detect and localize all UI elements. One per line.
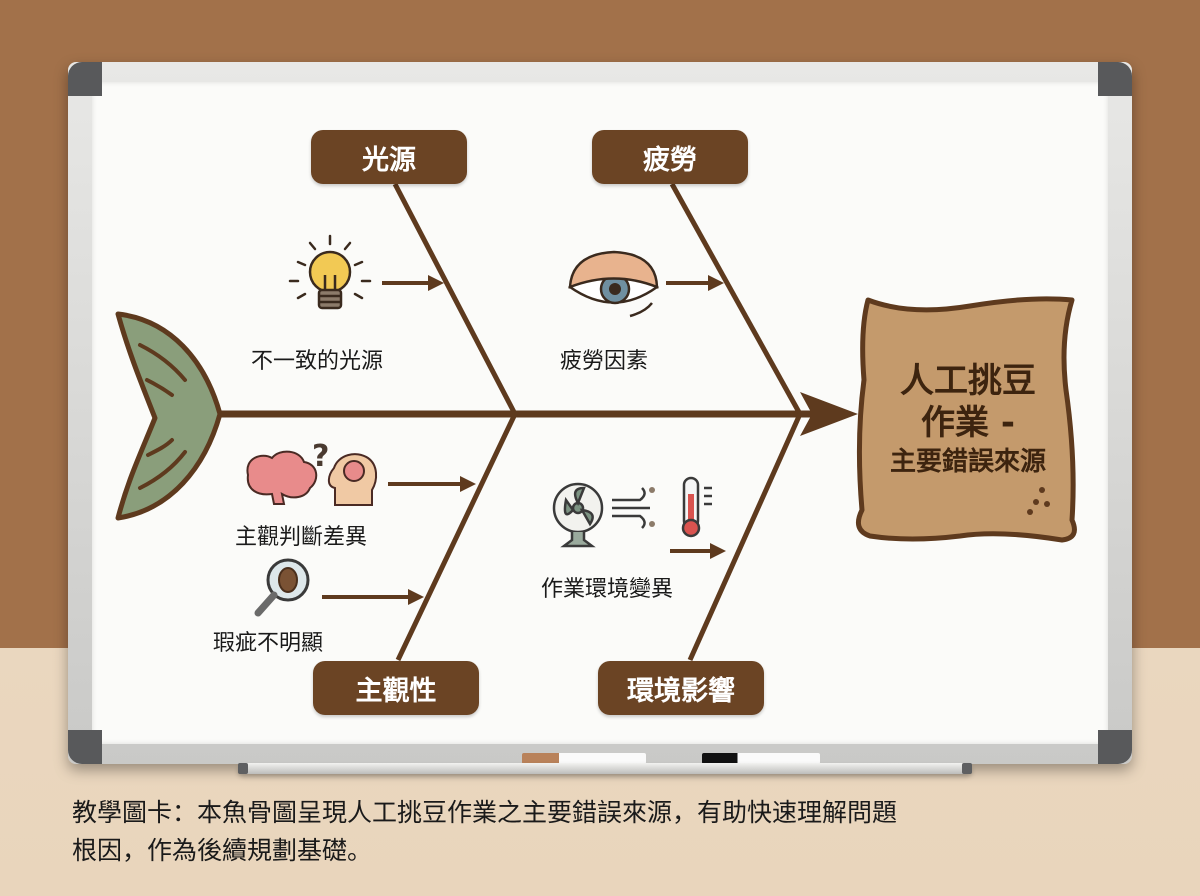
fishbone-head: 人工挑豆 作業 - 主要錯誤來源 — [868, 360, 1068, 480]
tray-cap — [962, 763, 972, 774]
category-label-environment: 環境影響 — [598, 661, 764, 715]
cause-inconsistent-light: 不一致的光源 — [251, 349, 384, 374]
category-label-subjectivity: 主觀性 — [313, 661, 479, 715]
fan-wind-thermometer-icon — [552, 476, 712, 548]
marker-brown — [522, 753, 646, 764]
tray-cap — [238, 763, 248, 774]
caption-line2: 根因，作為後續規劃基礎。 — [72, 836, 373, 865]
frame-corner — [1098, 62, 1132, 96]
category-label-fatigue: 疲勞 — [592, 130, 748, 184]
caption-line1: 教學圖卡：本魚骨圖呈現人工挑豆作業之主要錯誤來源，有助快速理解問題 — [72, 798, 898, 827]
frame-corner — [68, 62, 102, 96]
head-title-line3: 主要錯誤來源 — [889, 447, 1046, 477]
cause-subjective-judgment: 主觀判斷差異 — [235, 525, 368, 550]
spine-arrowhead-icon — [800, 392, 858, 436]
coffee-sack-icon — [855, 296, 1077, 543]
caption: 教學圖卡：本魚骨圖呈現人工挑豆作業之主要錯誤來源，有助快速理解問題 根因，作為後… — [72, 794, 1152, 870]
marker-tray — [238, 763, 972, 774]
cause-environment-variation: 作業環境變異 — [541, 577, 674, 602]
fish-tail-icon — [115, 311, 223, 521]
head-title-line1: 人工挑豆 — [900, 361, 1036, 401]
frame-corner — [68, 730, 102, 764]
marker-black — [702, 753, 820, 764]
brain-head-icon: ? — [246, 439, 378, 506]
svg-text:?: ? — [312, 439, 329, 474]
magnifier-bean-icon — [254, 558, 310, 617]
lightbulb-icon — [288, 234, 372, 310]
category-label-light: 光源 — [311, 130, 467, 184]
frame-corner — [1098, 730, 1132, 764]
tired-eye-icon — [567, 250, 660, 318]
head-title-line2: 作業 - — [921, 403, 1015, 443]
cause-fatigue: 疲勞因素 — [560, 349, 649, 374]
cause-unclear-defects: 瑕疵不明顯 — [213, 631, 324, 656]
